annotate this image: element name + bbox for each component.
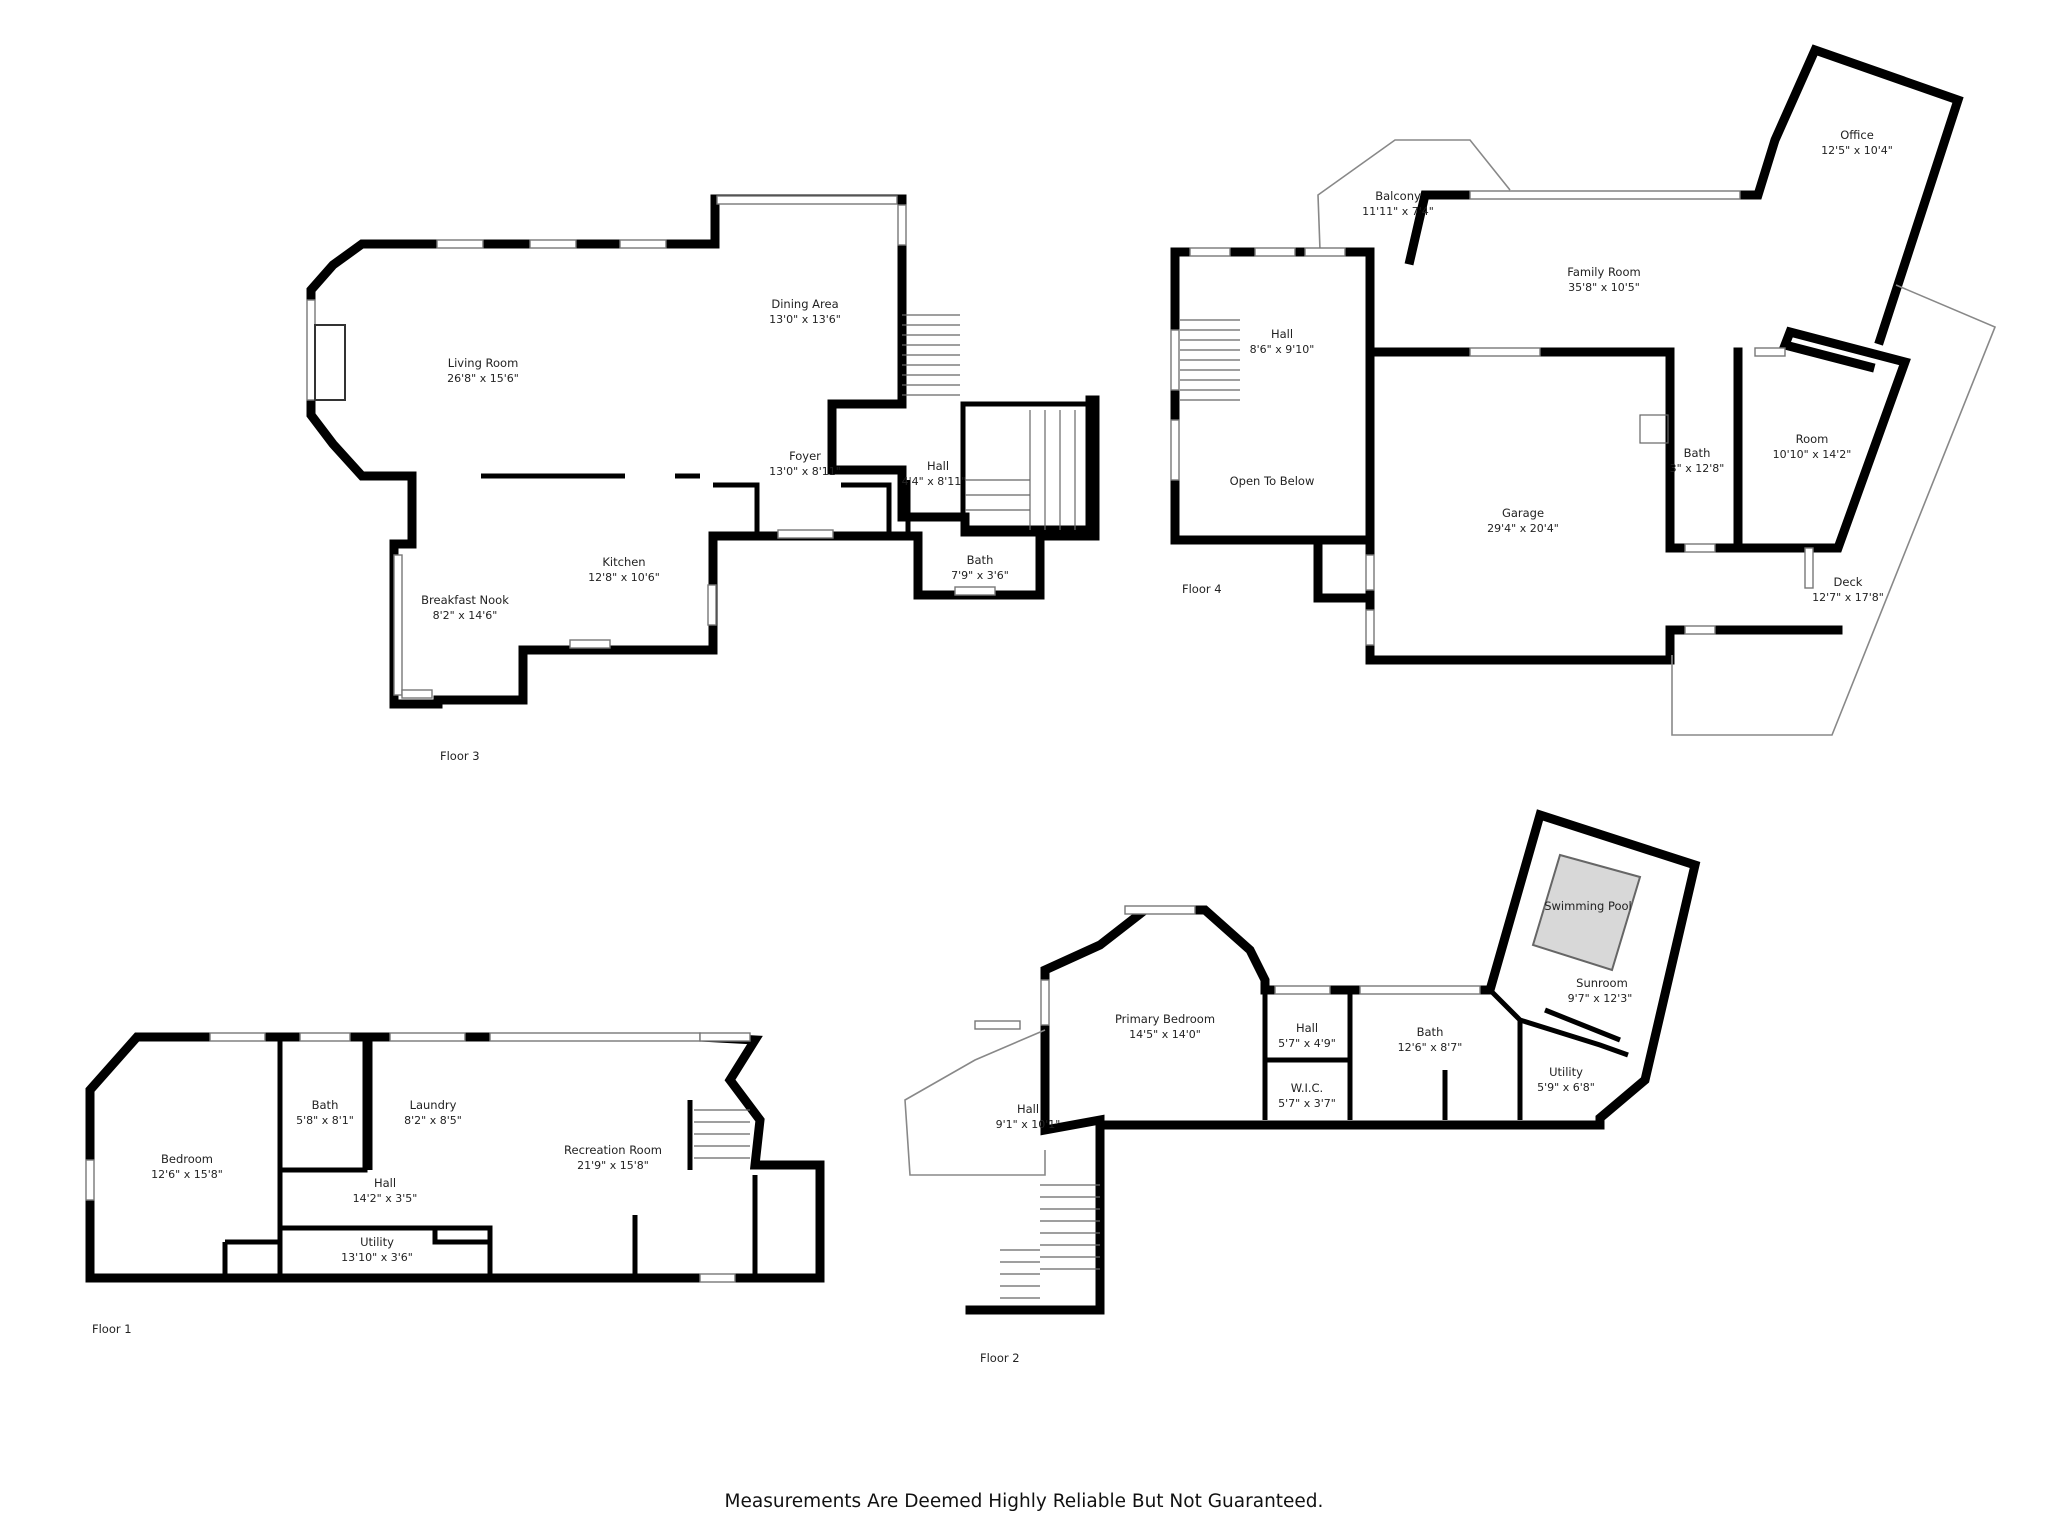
floor-3-hall-label: Hall bbox=[927, 459, 949, 473]
balcony-railing bbox=[1317, 139, 1511, 251]
floor-4-plan: Balcony 11'11" x 7'4" Office 12'5" x 10'… bbox=[1170, 44, 1997, 736]
floor-3-hall-dimensions: 4'4" x 8'11" bbox=[902, 475, 967, 488]
floor-3-stairs-icon bbox=[902, 314, 1076, 530]
foyer-label: Foyer bbox=[789, 449, 821, 463]
floor-1-hall-dimensions: 14'2" x 3'5" bbox=[353, 1192, 418, 1205]
kitchen-dimensions: 12'8" x 10'6" bbox=[588, 571, 660, 584]
floor-4-main-wall bbox=[1313, 326, 1911, 665]
floor-3-plan: Living Room 26'8" x 15'6" Dining Area 13… bbox=[306, 194, 1100, 763]
kitchen-label: Kitchen bbox=[602, 555, 645, 569]
floor-3-stair-block bbox=[960, 401, 1096, 537]
floor-1-plan: Bedroom 12'6" x 15'8" Bath 5'8" x 8'1" L… bbox=[85, 1032, 825, 1336]
open-to-below-label: Open To Below bbox=[1230, 474, 1315, 488]
floor-3-windows bbox=[306, 195, 996, 699]
floor-1-stairs-icon bbox=[694, 1109, 750, 1159]
dining-area-dimensions: 13'0" x 13'6" bbox=[769, 313, 841, 326]
floor-1-label: Floor 1 bbox=[92, 1322, 132, 1336]
floor-1-bath-dimensions: 5'8" x 8'1" bbox=[296, 1114, 354, 1127]
floor-2-stairs-icon bbox=[1000, 1184, 1100, 1299]
floor-3-outer-wall bbox=[306, 194, 1100, 709]
balcony-dimensions: 11'11" x 7'4" bbox=[1362, 205, 1434, 218]
primary-bedroom-dimensions: 14'5" x 14'0" bbox=[1129, 1028, 1201, 1041]
office-label: Office bbox=[1840, 128, 1874, 142]
floor-2-bath-label: Bath bbox=[1417, 1025, 1444, 1039]
swimming-pool-icon bbox=[1531, 853, 1642, 972]
floor-4-bath-dimensions: 3" x 12'8" bbox=[1670, 462, 1725, 475]
balcony-label: Balcony bbox=[1375, 189, 1421, 203]
deck-dimensions: 12'7" x 17'8" bbox=[1812, 591, 1884, 604]
sunroom-dimensions: 9'7" x 12'3" bbox=[1568, 992, 1633, 1005]
deck-railing bbox=[1671, 284, 1997, 736]
living-room-dimensions: 26'8" x 15'6" bbox=[447, 372, 519, 385]
family-room-dimensions: 35'8" x 10'5" bbox=[1568, 281, 1640, 294]
floor-3-label: Floor 3 bbox=[440, 749, 480, 763]
floor-2-bath-dimensions: 12'6" x 8'7" bbox=[1398, 1041, 1463, 1054]
floor-3-bath-label: Bath bbox=[967, 553, 994, 567]
floor-2-hall-label: Hall bbox=[1017, 1102, 1039, 1116]
laundry-dimensions: 8'2" x 8'5" bbox=[404, 1114, 462, 1127]
living-room-label: Living Room bbox=[448, 356, 519, 370]
floor-4-outer-wall bbox=[1170, 247, 1375, 545]
floor-1-hall-label: Hall bbox=[374, 1176, 396, 1190]
floor-2-windows bbox=[974, 905, 1481, 1030]
floor-1-windows bbox=[85, 1032, 751, 1283]
garage-dimensions: 29'4" x 20'4" bbox=[1487, 522, 1559, 535]
floor-2-utility-dimensions: 5'9" x 6'8" bbox=[1537, 1081, 1595, 1094]
floor-1-utility-dimensions: 13'10" x 3'6" bbox=[341, 1251, 413, 1264]
floor-4-windows bbox=[1170, 190, 1814, 646]
floor-1-partitions bbox=[222, 1037, 758, 1278]
bedroom-dimensions: 12'6" x 15'8" bbox=[151, 1168, 223, 1181]
breakfast-nook-dimensions: 8'2" x 14'6" bbox=[433, 609, 498, 622]
floor-3-partitions bbox=[481, 473, 911, 536]
floor-3-bath-dimensions: 7'9" x 3'6" bbox=[951, 569, 1009, 582]
floor-1-utility-label: Utility bbox=[360, 1235, 394, 1249]
wic-label: W.I.C. bbox=[1291, 1081, 1323, 1095]
recreation-room-label: Recreation Room bbox=[564, 1143, 662, 1157]
swimming-pool-label: Swimming Pool bbox=[1544, 899, 1632, 913]
foyer-dimensions: 13'0" x 8'11" bbox=[769, 465, 841, 478]
bedroom-label: Bedroom bbox=[161, 1152, 213, 1166]
floor-4-stairs-icon bbox=[1180, 319, 1669, 444]
floor-4-hall-label: Hall bbox=[1271, 327, 1293, 341]
sunroom-label: Sunroom bbox=[1576, 976, 1628, 990]
floor-4-bath-label: Bath bbox=[1684, 446, 1711, 460]
floor-2-plan: Primary Bedroom 14'5" x 14'0" Hall 5'7" … bbox=[904, 809, 1701, 1365]
floor-2-spiral-stair-outline bbox=[904, 1029, 1046, 1176]
floor-2-partitions bbox=[1262, 988, 1629, 1120]
breakfast-nook-label: Breakfast Nook bbox=[421, 593, 509, 607]
garage-label: Garage bbox=[1502, 506, 1544, 520]
dining-area-label: Dining Area bbox=[771, 297, 838, 311]
fireplace-icon bbox=[314, 324, 346, 401]
floor-1-bath-label: Bath bbox=[312, 1098, 339, 1112]
floor-4-label: Floor 4 bbox=[1182, 582, 1222, 596]
primary-bedroom-label: Primary Bedroom bbox=[1115, 1012, 1215, 1026]
laundry-label: Laundry bbox=[410, 1098, 457, 1112]
deck-label: Deck bbox=[1834, 575, 1863, 589]
floor-4-office-wall bbox=[1404, 44, 1964, 346]
floor-2-hall-small-dimensions: 5'7" x 4'9" bbox=[1278, 1037, 1336, 1050]
floor-2-label: Floor 2 bbox=[980, 1351, 1020, 1365]
office-dimensions: 12'5" x 10'4" bbox=[1821, 144, 1893, 157]
floor-2-hall-small-label: Hall bbox=[1296, 1021, 1318, 1035]
floor-4-hall-dimensions: 8'6" x 9'10" bbox=[1250, 343, 1315, 356]
wic-dimensions: 5'7" x 3'7" bbox=[1278, 1097, 1336, 1110]
recreation-room-dimensions: 21'9" x 15'8" bbox=[577, 1159, 649, 1172]
floor-2-hall-dimensions: 9'1" x 10'1" bbox=[996, 1118, 1061, 1131]
room-dimensions: 10'10" x 14'2" bbox=[1773, 448, 1852, 461]
room-label: Room bbox=[1796, 432, 1829, 446]
disclaimer-text: Measurements Are Deemed Highly Reliable … bbox=[724, 1491, 1324, 1512]
floor-2-utility-label: Utility bbox=[1549, 1065, 1583, 1079]
family-room-label: Family Room bbox=[1567, 265, 1640, 279]
